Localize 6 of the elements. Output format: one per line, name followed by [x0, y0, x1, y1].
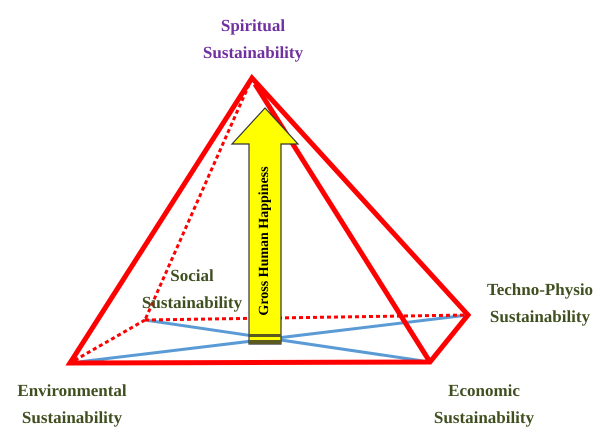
vertex-label: Environmental Sustainability: [16, 380, 128, 429]
vertex-label: Techno-Physio Sustainability: [486, 279, 594, 328]
vertex-label: Social Sustainability: [140, 265, 244, 314]
arrow-label: Gross Human Happiness: [256, 165, 273, 318]
vertex-label: Spiritual Sustainability: [202, 15, 304, 64]
vertex-label: Economic Sustainability: [432, 380, 536, 429]
